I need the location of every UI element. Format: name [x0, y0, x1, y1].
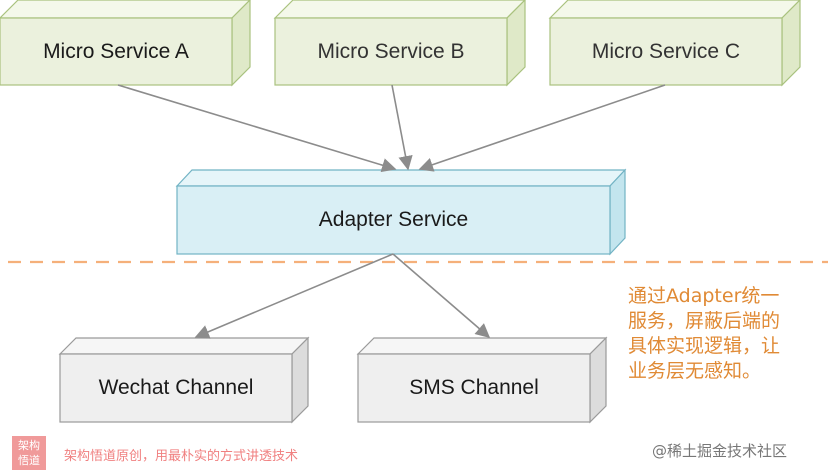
micro-service-c-box: [548, 0, 801, 87]
micro-service-a-label: Micro Service A: [43, 39, 189, 63]
badge-line-2: 悟道: [18, 454, 40, 467]
sms-channel-label: SMS Channel: [409, 376, 539, 399]
micro-service-b-label: Micro Service B: [317, 39, 465, 63]
note-line-2: 服务，屏蔽后端的: [628, 310, 781, 332]
note-line-4: 业务层无感知。: [628, 360, 762, 382]
sms-channel-box: [356, 336, 608, 424]
micro-service-c-label: Micro Service C: [591, 39, 741, 63]
arrow-b-to-adapter: [391, 84, 413, 171]
badge-line-1: 架构: [18, 439, 40, 452]
arrow-adapter-to-wechat: [194, 253, 394, 339]
wechat-channel-box: [58, 336, 310, 424]
wechat-channel-label: Wechat Channel: [98, 376, 254, 399]
brand-slogan: 架构悟道原创，用最朴实的方式讲透技术: [64, 449, 299, 464]
adapter-service-box: [175, 168, 627, 256]
adapter-note: 通过Adapter统一 服务，屏蔽后端的 具体实现逻辑，让 业务层无感知。: [628, 284, 828, 384]
arrow-adapter-to-sms: [392, 253, 491, 338]
arrow-c-to-adapter: [418, 84, 666, 172]
arrow-a-to-adapter: [117, 84, 397, 173]
micro-service-a-box: [0, 0, 251, 87]
adapter-service-label: Adapter Service: [318, 208, 469, 231]
micro-service-b-box: [273, 0, 526, 87]
juejin-watermark: @稀土掘金技术社区: [652, 442, 788, 460]
note-line-3: 具体实现逻辑，让: [628, 335, 781, 357]
brand-badge: 架构 悟道: [12, 436, 46, 470]
note-line-1: 通过Adapter统一: [628, 285, 780, 307]
